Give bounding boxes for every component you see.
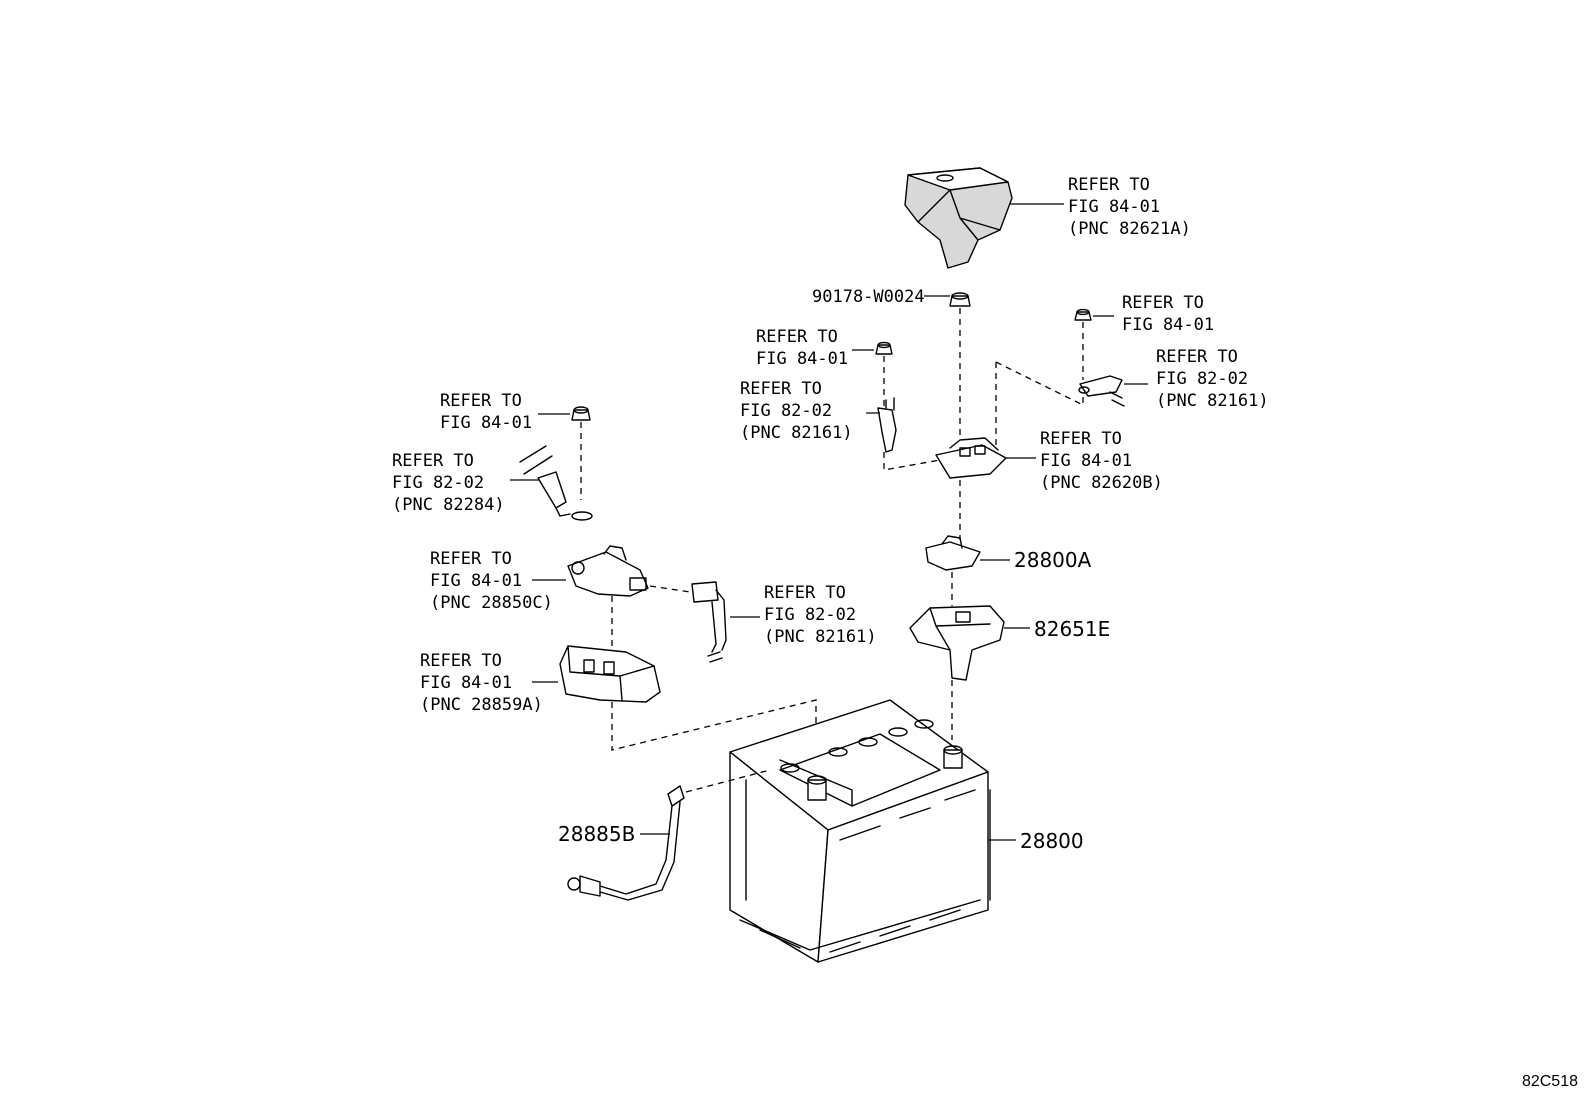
callout-82161-c: REFER TO FIG 82-02 (PNC 82161) [764, 583, 877, 647]
battery-28800 [729, 699, 991, 963]
callout-82284: REFER TO FIG 82-02 (PNC 82284) [392, 451, 505, 515]
wire-82161-a [877, 397, 897, 453]
svg-text:(PNC 82620B): (PNC 82620B) [1040, 473, 1163, 493]
nut-ref-a [875, 341, 893, 355]
svg-text:FIG 84-01: FIG 84-01 [430, 571, 522, 591]
part-number-82651E: 82651E [1034, 617, 1110, 641]
svg-text:FIG 84-01: FIG 84-01 [1122, 315, 1214, 335]
svg-text:REFER TO: REFER TO [1040, 429, 1122, 449]
nut-90178 [949, 292, 971, 307]
cover-28859A [559, 645, 661, 703]
svg-text:REFER TO: REFER TO [440, 391, 522, 411]
svg-text:REFER TO: REFER TO [420, 651, 502, 671]
part-number-28885B: 28885B [558, 822, 635, 846]
nut-ref-left [571, 406, 591, 421]
callout-28859A: REFER TO FIG 84-01 (PNC 28859A) [420, 651, 543, 715]
terminal-cover-82621A [904, 167, 1013, 269]
svg-text:FIG 82-02: FIG 82-02 [1156, 369, 1248, 389]
svg-text:(PNC 82161): (PNC 82161) [740, 423, 853, 443]
svg-text:REFER TO: REFER TO [1156, 347, 1238, 367]
figure-reference: 82C518 [1522, 1073, 1578, 1090]
bracket-82620B [935, 437, 1007, 479]
svg-text:FIG 82-02: FIG 82-02 [764, 605, 856, 625]
svg-text:FIG 82-02: FIG 82-02 [740, 401, 832, 421]
svg-text:FIG 84-01: FIG 84-01 [420, 673, 512, 693]
callout-ref-b: REFER TO FIG 84-01 [1122, 293, 1214, 335]
svg-text:REFER TO: REFER TO [392, 451, 474, 471]
svg-text:(PNC 28850C): (PNC 28850C) [430, 593, 553, 613]
svg-text:(PNC 82161): (PNC 82161) [764, 627, 877, 647]
svg-text:REFER TO: REFER TO [740, 379, 822, 399]
svg-text:REFER TO: REFER TO [430, 549, 512, 569]
svg-text:REFER TO: REFER TO [764, 583, 846, 603]
svg-text:REFER TO: REFER TO [756, 327, 838, 347]
part-number-28800: 28800 [1020, 829, 1084, 853]
wire-82284 [519, 445, 593, 521]
svg-text:(PNC 82621A): (PNC 82621A) [1068, 219, 1191, 239]
svg-text:(PNC 82284): (PNC 82284) [392, 495, 505, 515]
sensor-28850C [567, 545, 649, 597]
nut-ref-c [1074, 308, 1092, 321]
wire-82161-b [1078, 375, 1125, 407]
svg-text:(PNC 82161): (PNC 82161) [1156, 391, 1269, 411]
svg-text:90178-W0024: 90178-W0024 [812, 287, 925, 307]
svg-text:FIG 84-01: FIG 84-01 [756, 349, 848, 369]
clamp-28800A [925, 535, 981, 571]
part-number-28800A: 28800A [1014, 548, 1092, 572]
wire-82161-c [691, 581, 727, 663]
callout-82620B: REFER TO FIG 84-01 (PNC 82620B) [1040, 429, 1163, 493]
cable-28885B [567, 785, 685, 901]
svg-text:REFER TO: REFER TO [1122, 293, 1204, 313]
svg-text:FIG 82-02: FIG 82-02 [392, 473, 484, 493]
svg-text:REFER TO: REFER TO [1068, 175, 1150, 195]
callout-82161-a: REFER TO FIG 82-02 (PNC 82161) [740, 379, 853, 443]
callout-90178-W0024: 90178-W0024 [812, 287, 925, 307]
svg-text:FIG 84-01: FIG 84-01 [1040, 451, 1132, 471]
callout-ref-a: REFER TO FIG 84-01 [756, 327, 848, 369]
callout-28850C: REFER TO FIG 84-01 (PNC 28850C) [430, 549, 553, 613]
svg-text:FIG 84-01: FIG 84-01 [1068, 197, 1160, 217]
callout-82621A: REFER TO FIG 84-01 (PNC 82621A) [1068, 175, 1191, 239]
callout-82161-b: REFER TO FIG 82-02 (PNC 82161) [1156, 347, 1269, 411]
svg-text:FIG 84-01: FIG 84-01 [440, 413, 532, 433]
bracket-82651E [909, 605, 1005, 681]
callout-ref-c: REFER TO FIG 84-01 [440, 391, 532, 433]
svg-text:(PNC 28859A): (PNC 28859A) [420, 695, 543, 715]
